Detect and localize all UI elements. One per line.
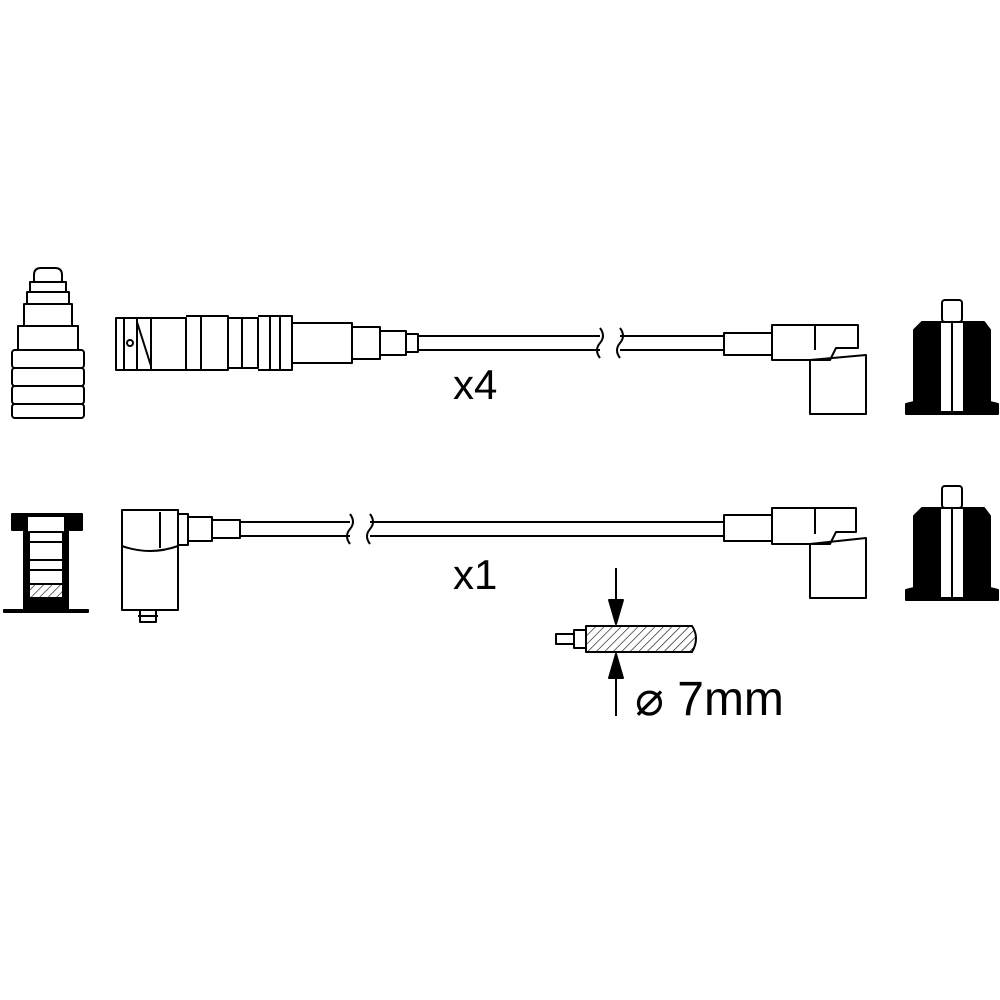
quantity-label-top: x4 <box>453 361 498 408</box>
angled-connector-with-pin-bottom <box>121 509 241 623</box>
distributor-cap-boot-top <box>905 299 999 415</box>
diameter-label: ⌀ 7mm <box>635 676 784 724</box>
spark-plug-boot-top-left <box>11 267 85 419</box>
angled-connector-bottom <box>723 507 867 599</box>
quantity-label-bottom: x1 <box>453 551 498 598</box>
cable-top <box>418 327 724 359</box>
cable-bottom <box>240 513 724 545</box>
angled-connector-top <box>723 324 867 415</box>
diameter-value: 7mm <box>677 673 784 726</box>
diameter-dimension-arrows <box>608 568 624 716</box>
straight-connector-top <box>115 315 419 371</box>
boot-cross-section-bottom-left <box>3 513 89 613</box>
distributor-cap-boot-bottom <box>905 485 999 601</box>
cable-cross-section-detail <box>555 625 697 653</box>
diameter-symbol: ⌀ <box>635 673 664 726</box>
